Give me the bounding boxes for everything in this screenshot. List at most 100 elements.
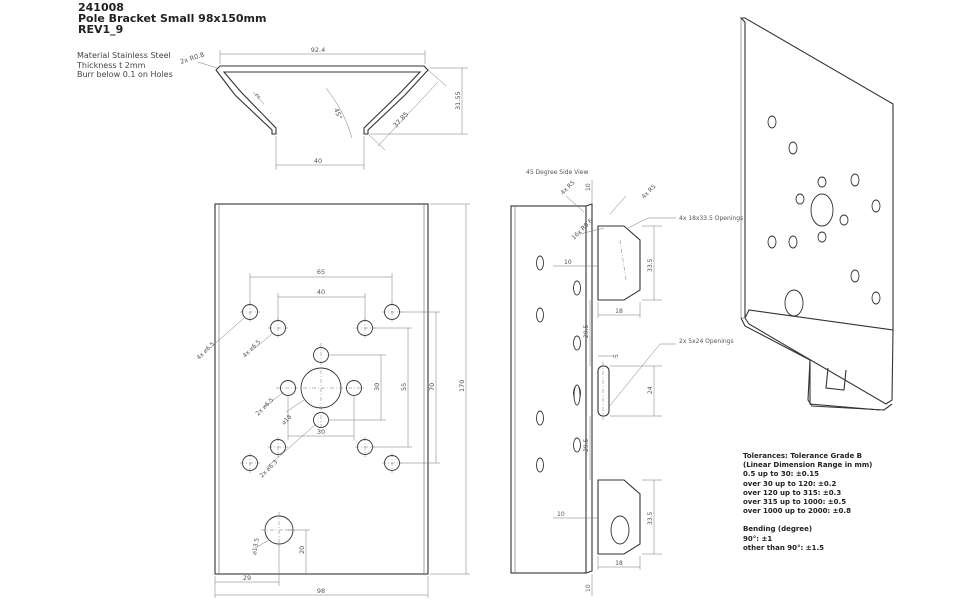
iso-hole: [839, 214, 849, 226]
dim-r5-left: 4x R5: [559, 179, 576, 196]
iso-hole: [817, 231, 827, 243]
thickness-note: Thickness t 2mm: [77, 60, 146, 70]
leader: [627, 217, 649, 229]
iso-hole: [871, 199, 881, 213]
side-view: 45 Degree Side View 10 4x R5 4x R5: [510, 169, 743, 596]
revision: REV1_9: [78, 23, 124, 36]
opening-lower: [597, 479, 641, 555]
side-hole: [536, 255, 544, 271]
dim-ext: [427, 69, 447, 87]
dim-line-37-85: [377, 81, 439, 147]
dim-r5-right: 4x R5: [640, 183, 657, 200]
leader: [265, 423, 317, 469]
dim-37-85: 37.85: [392, 110, 411, 129]
side-outline-left: [510, 205, 587, 574]
tolerance-line: over 30 up to 120: ±0.2: [743, 479, 837, 488]
iso-hole: [850, 173, 860, 187]
leader: [254, 539, 270, 549]
dim-70: 70: [428, 383, 436, 391]
opening-hole: [610, 515, 630, 545]
dim-18-a: 18: [615, 308, 623, 315]
dim-31-55: 31.55: [454, 91, 462, 110]
iso-hole: [795, 193, 805, 205]
leader: [565, 195, 585, 213]
dim-thickness: 2: [254, 92, 263, 101]
iso-hole: [871, 291, 881, 305]
part-number: 241008: [78, 1, 124, 14]
dim-bottom-10: 10: [585, 584, 592, 592]
iso-center-hole: [810, 193, 834, 227]
side-hole: [536, 457, 544, 473]
front-view: 65 40 4x ⌀6.5 4x ⌀6.5 2x ⌀6.5 ⌀18 2x ⌀6.…: [195, 203, 470, 598]
dim-29-5-a: 29.5: [583, 324, 590, 338]
side-hole: [536, 410, 544, 426]
dim-4x-6-5-inner: 4x ⌀6.5: [241, 338, 262, 359]
tolerances-block: Tolerances: Tolerance Grade B (Linear Di…: [743, 452, 872, 553]
side-view-label: 45 Degree Side View: [526, 169, 589, 176]
leader: [252, 332, 274, 351]
title-block: 241008 Pole Bracket Small 98x150mm REV1_…: [78, 2, 266, 35]
dim-30-horizontal: 30: [317, 428, 325, 436]
dim-leader: [197, 61, 218, 69]
iso-hole: [788, 235, 798, 249]
iso-hole: [850, 269, 860, 283]
dim-40-bottom: 40: [314, 157, 322, 165]
side-hole: [573, 280, 581, 296]
dim-r0-8: 2x R0.8: [179, 51, 205, 66]
tolerance-subtitle: (Linear Dimension Range in mm): [743, 461, 873, 470]
dim-18-b: 18: [615, 560, 623, 567]
dim-92-4: 92.4: [311, 46, 325, 54]
dim-40-front: 40: [317, 288, 325, 296]
dim-10-a: 10: [564, 259, 572, 266]
bending-line: other than 90°: ±1.5: [743, 543, 824, 552]
dim-170: 170: [458, 380, 466, 392]
label-openings-5x24: 2x 5x24 Openings: [679, 338, 734, 345]
iso-back-plate: [739, 17, 894, 331]
dim-98: 98: [317, 587, 325, 595]
dim-center-18: ⌀18: [280, 413, 293, 426]
iso-flange-edge: [809, 360, 881, 411]
iso-pole-hole: [784, 289, 804, 317]
bending-title: Bending (degree): [743, 525, 813, 534]
iso-flange-cutout: [825, 367, 847, 391]
angle-arc: [325, 87, 353, 139]
top-section-view: 92.4 2x R0.8 2 45° 37.85 31.55 40: [179, 46, 468, 170]
dim-20: 20: [298, 546, 306, 554]
iso-hole: [767, 115, 777, 129]
leader: [579, 227, 605, 235]
dim-45: 45°: [332, 107, 343, 121]
side-hole: [573, 437, 581, 453]
dim-top-10: 10: [585, 183, 592, 191]
leader: [209, 317, 245, 349]
dim-33-5-a: 33.5: [647, 258, 654, 272]
dim-65: 65: [317, 268, 325, 276]
dim-r0-6: 16x R0.6: [570, 217, 594, 241]
part-name: Pole Bracket Small 98x150mm: [78, 12, 267, 25]
burr-note: Burr below 0.1 on Holes: [77, 70, 173, 79]
side-hole: [573, 335, 581, 351]
iso-hole: [788, 141, 798, 155]
dim-ext: [367, 133, 386, 151]
dim-30-vertical: 30: [373, 383, 381, 391]
bending-line: 90°: ±1: [743, 534, 773, 543]
dim-33-5-b: 33.5: [647, 511, 654, 525]
leader: [607, 343, 661, 409]
dim-2x-6-5: 2x ⌀6.5: [254, 396, 275, 417]
material-note: Material Stainless Steel: [77, 51, 171, 60]
dim-leader: [252, 91, 265, 105]
front-outline: [214, 203, 429, 575]
dim-55: 55: [400, 383, 408, 391]
dim-5: 5: [613, 354, 620, 358]
side-edge: [585, 203, 593, 574]
label-openings-18x33-5: 4x 18x33.5 Openings: [679, 215, 743, 222]
material-notes: Material Stainless Steel Thickness t 2mm…: [77, 51, 173, 80]
dim-13-5: ⌀13.5: [251, 537, 261, 555]
dim-24: 24: [647, 386, 654, 394]
tolerance-line: over 315 up to 1000: ±0.5: [743, 498, 847, 507]
iso-hole: [817, 176, 827, 188]
dim-10-b: 10: [557, 511, 565, 518]
slot-5x24: [597, 365, 610, 417]
iso-bend: [744, 317, 894, 405]
tolerance-line: over 1000 up to 2000: ±0.8: [743, 507, 851, 516]
tolerance-title: Tolerances: Tolerance Grade B: [743, 452, 863, 460]
